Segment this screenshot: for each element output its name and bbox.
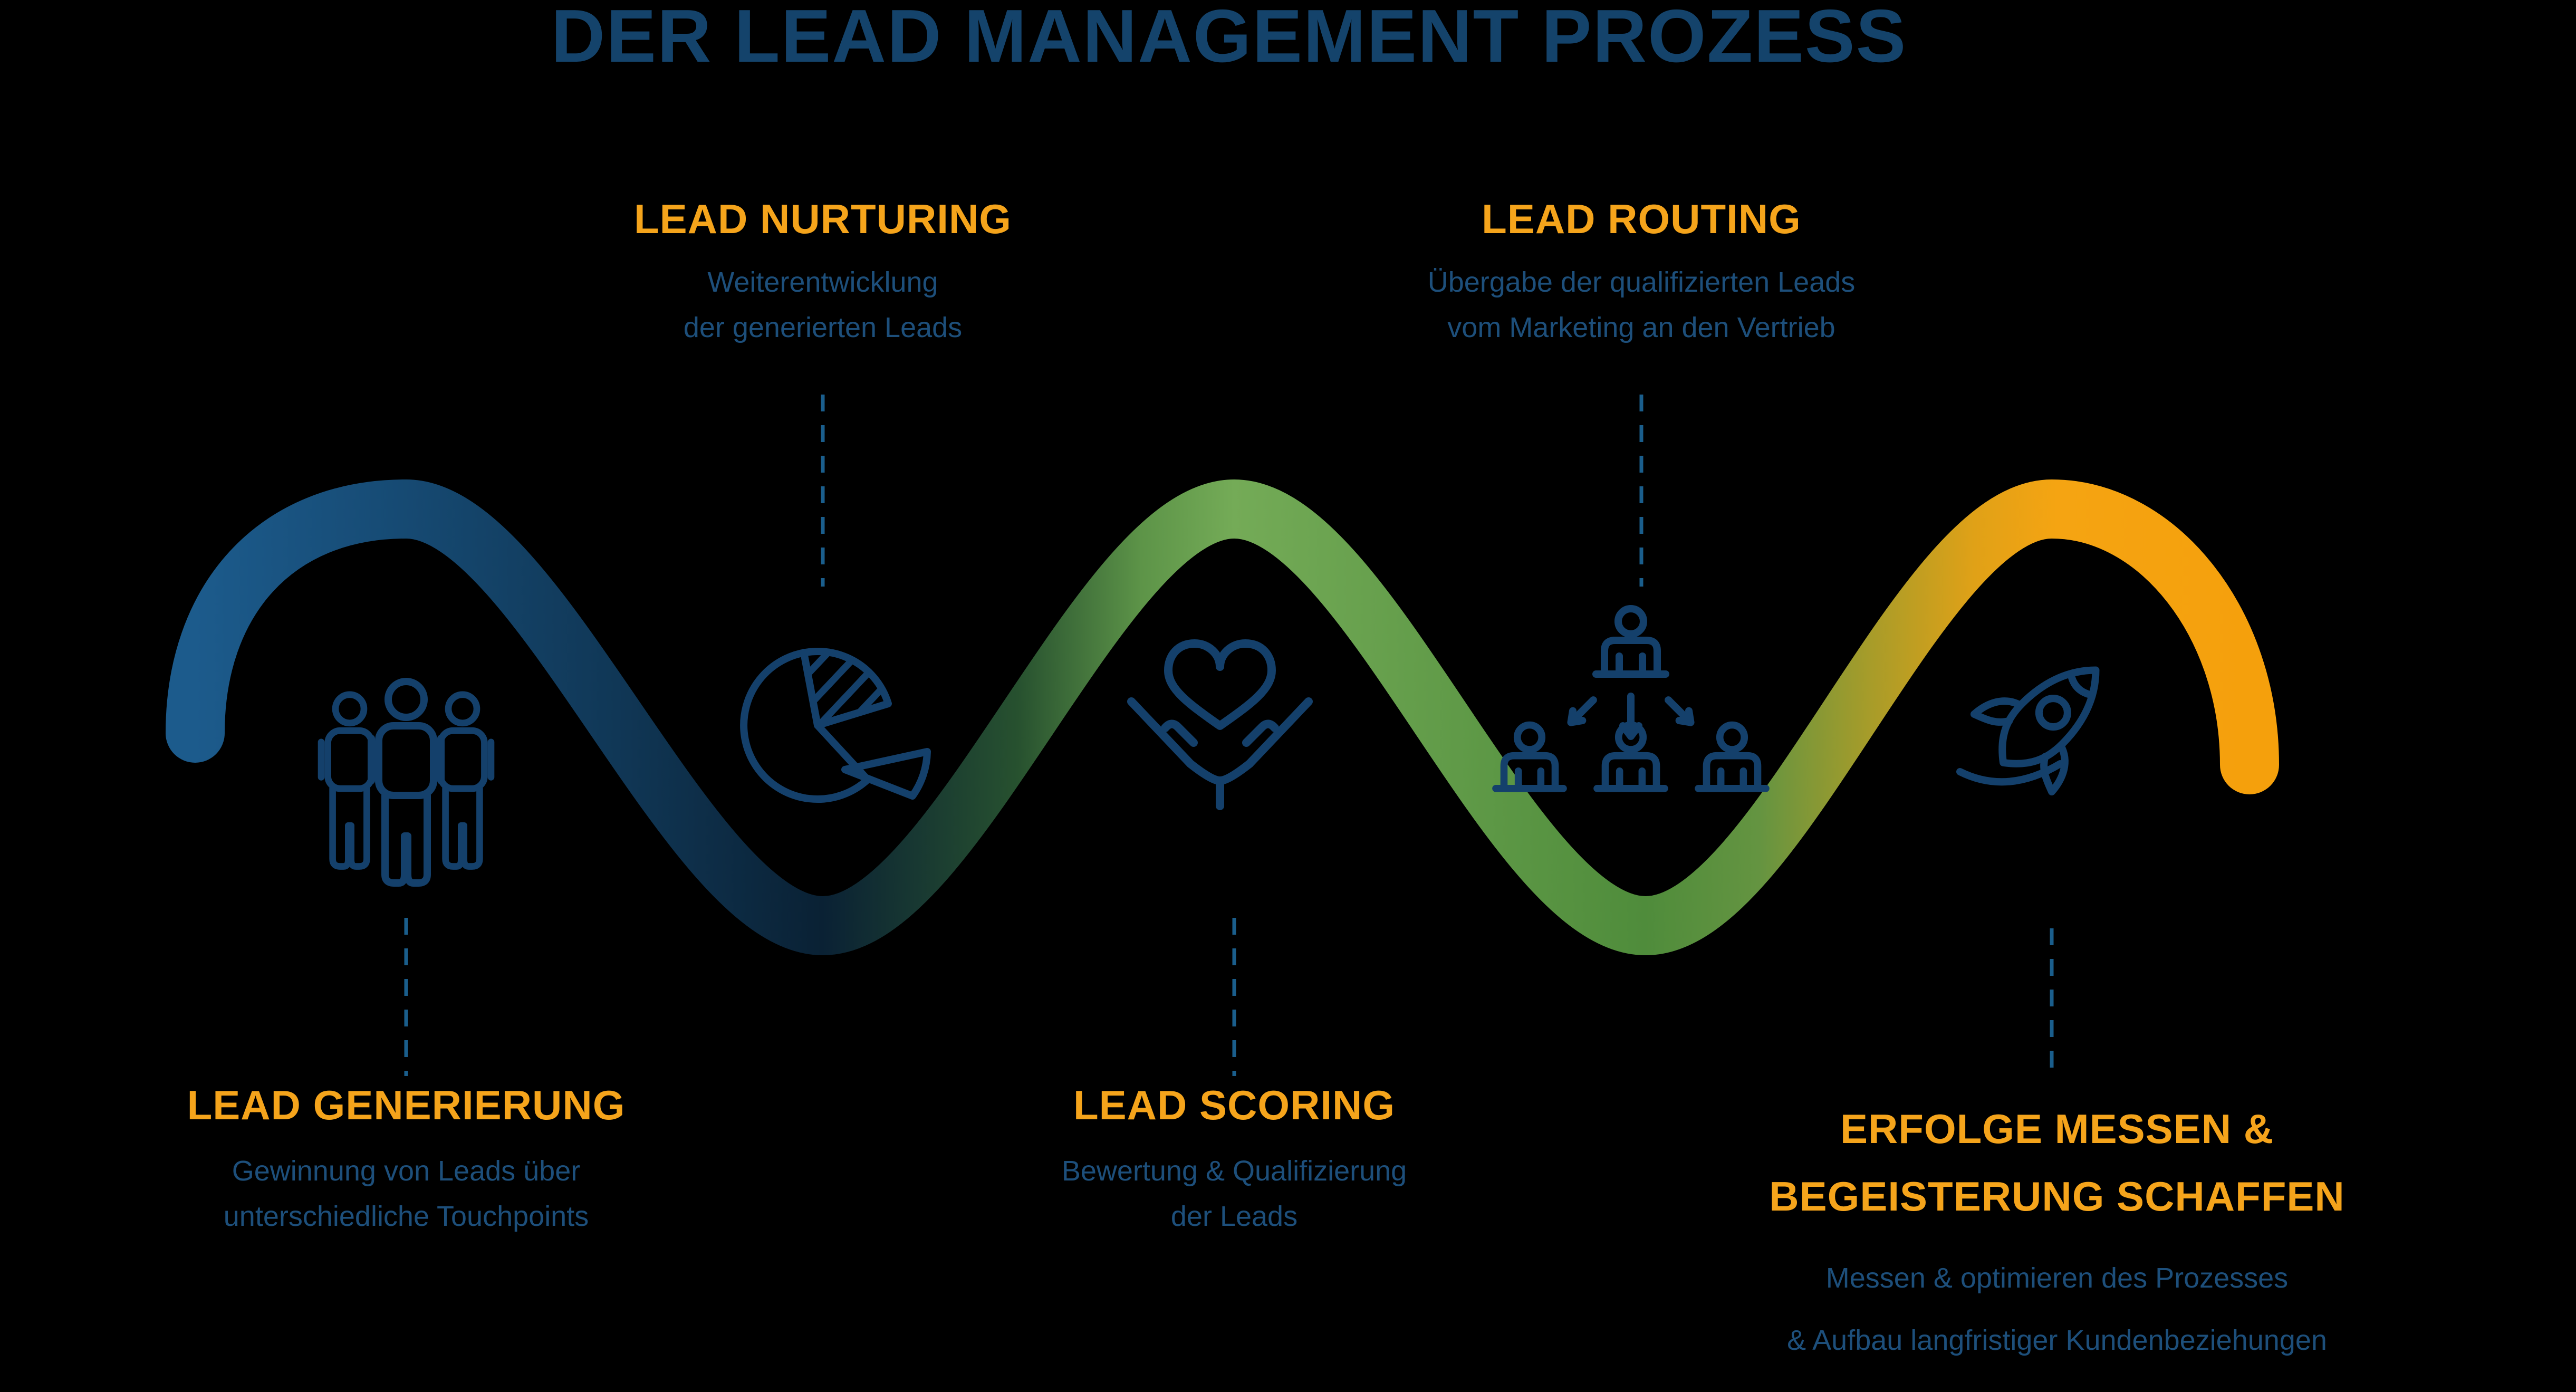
stage-heading-line: LEAD NURTURING xyxy=(634,196,1012,242)
stage-heading-lead-scoring: LEAD SCORING xyxy=(1073,1079,1395,1131)
stage-heading-lead-routing: LEAD ROUTING xyxy=(1482,193,1801,245)
stage-desc-erfolge-messen: Messen & optimieren des Prozesses & Aufb… xyxy=(1787,1247,2327,1371)
arrow-down-left-icon xyxy=(1567,696,1597,726)
heart-outline xyxy=(1164,639,1276,730)
page-title: DER LEAD MANAGEMENT PROZESS xyxy=(551,0,1907,78)
stage-desc-lead-routing: Übergabe der qualifizierten Leads vom Ma… xyxy=(1428,260,1856,350)
stage-desc-line: der Leads xyxy=(1170,1201,1298,1232)
rocket-body-group xyxy=(1970,666,2100,796)
pie-chart-icon xyxy=(740,648,931,803)
pie-disc xyxy=(740,648,892,803)
stage-desc-line: unterschiedliche Touchpoints xyxy=(223,1201,589,1232)
sales-person-right xyxy=(1698,725,1766,789)
rocket-exhaust-streak xyxy=(1956,760,2064,786)
rocket-icon xyxy=(1956,666,2100,796)
stage-desc-line: vom Marketing an den Vertrieb xyxy=(1447,312,1835,343)
stage-desc-line: & Aufbau langfristiger Kundenbeziehungen xyxy=(1787,1324,2327,1356)
person-front-center xyxy=(368,678,445,887)
sales-person-left xyxy=(1496,725,1563,789)
arrow-down-right-icon xyxy=(1665,696,1695,726)
rocket-fin-left xyxy=(1970,697,2024,726)
stage-desc-line: Weiterentwicklung xyxy=(707,266,938,298)
heart-in-hands-icon xyxy=(1127,639,1313,810)
serpentine-process-path xyxy=(166,479,2279,956)
people-distribution-icon xyxy=(1496,609,1766,789)
people-group-icon xyxy=(318,678,495,887)
stage-heading-erfolge-messen: ERFOLGE MESSEN & BEGEISTERUNG SCHAFFEN xyxy=(1769,1095,2344,1230)
stage-desc-lead-nurturing: Weiterentwicklung der generierten Leads xyxy=(684,260,962,350)
stage-desc-line: Gewinnung von Leads über xyxy=(232,1155,581,1187)
stage-heading-line: ERFOLGE MESSEN & xyxy=(1840,1106,2274,1152)
pie-hatch-lines xyxy=(804,651,888,725)
rocket-nose-line xyxy=(2067,671,2094,699)
hands xyxy=(1127,697,1313,810)
stage-desc-line: Messen & optimieren des Prozesses xyxy=(1825,1262,2289,1294)
stage-heading-lead-generierung: LEAD GENERIERUNG xyxy=(187,1079,626,1131)
stage-heading-line: BEGEISTERUNG SCHAFFEN xyxy=(1769,1173,2345,1220)
stage-desc-lead-scoring: Bewertung & Qualifizierung der Leads xyxy=(1062,1148,1407,1239)
rocket-body xyxy=(1998,666,2100,767)
manager-person xyxy=(1596,609,1666,674)
stage-desc-lead-generierung: Gewinnung von Leads über unterschiedlich… xyxy=(224,1148,589,1239)
stage-desc-line: Übergabe der qualifizierten Leads xyxy=(1427,266,1856,298)
stage-heading-line: LEAD SCORING xyxy=(1073,1082,1396,1128)
rocket-window xyxy=(2035,695,2071,731)
stage-heading-line: LEAD GENERIERUNG xyxy=(187,1082,626,1128)
stage-desc-line: Bewertung & Qualifizierung xyxy=(1061,1155,1407,1187)
pie-detached-slice xyxy=(841,748,931,800)
stage-heading-lead-nurturing: LEAD NURTURING xyxy=(634,193,1012,245)
stage-desc-line: der generierten Leads xyxy=(683,312,963,343)
stage-heading-line: LEAD ROUTING xyxy=(1482,196,1801,242)
pie-wedge-edge xyxy=(800,649,821,729)
